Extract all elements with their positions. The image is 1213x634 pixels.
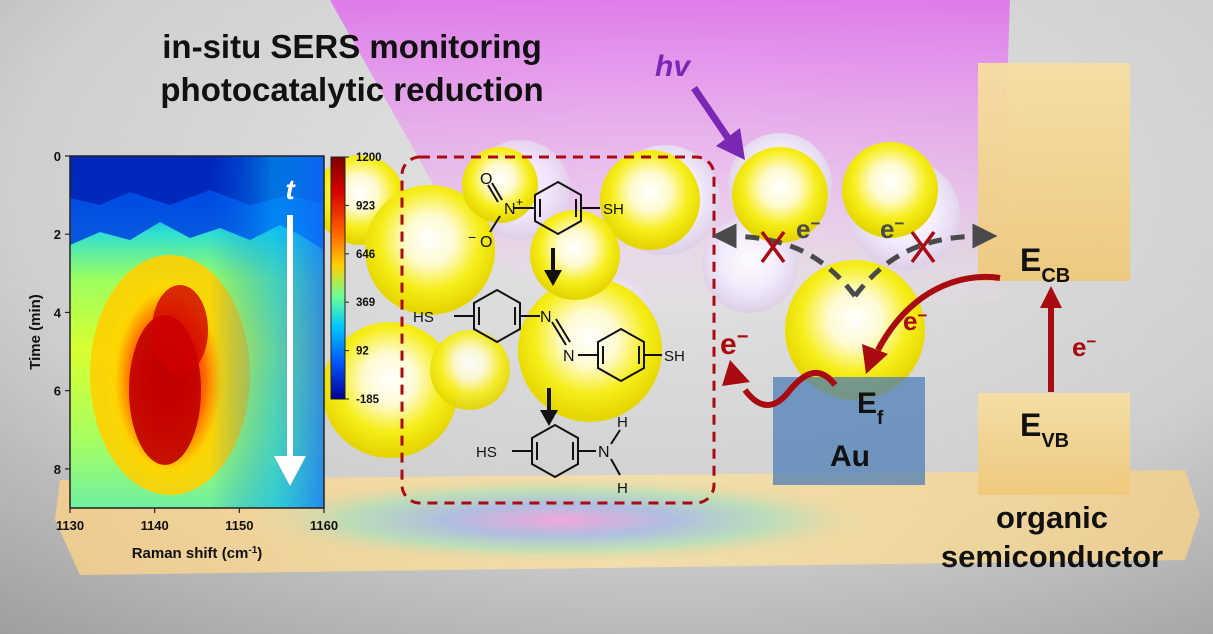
time-arrow-head (274, 456, 306, 486)
x-tick-label: 1160 (310, 518, 338, 533)
molecule-4-nitrothiophenol (487, 180, 600, 236)
y-axis-ticks: 0 2 4 6 8 (54, 149, 70, 477)
amine-n: N (598, 444, 610, 461)
y-tick-label: 6 (54, 384, 61, 399)
colorbar-tick-label: 1200 (356, 152, 382, 164)
colorbar-tick-label: 92 (356, 346, 369, 358)
electron-label-excitation: e− (1072, 332, 1096, 363)
nitro-n: N (504, 201, 516, 218)
nitro-o-minus: − (468, 229, 476, 245)
colorbar-tick-label: 646 (356, 249, 375, 261)
x-tick-label: 1150 (225, 518, 253, 533)
x-axis-ticks: 1130 1140 1150 1160 (56, 508, 338, 533)
molecule-dmab (454, 288, 662, 383)
colorbar-ticks: 1200 923 646 369 92 -185 (345, 152, 382, 406)
cross-mark-left (760, 230, 786, 264)
y-tick-label: 2 (54, 227, 61, 242)
photon-arrow-shaft (691, 86, 731, 140)
thiol-sh-2: SH (664, 348, 685, 365)
ecb-label: ECB (1020, 242, 1070, 287)
heatmap-plot (70, 156, 324, 508)
hv-label: hv (655, 50, 692, 83)
semiconductor-label-line-2: semiconductor (941, 539, 1163, 574)
heatmap-chart: t 1130 1140 1150 1160 0 2 4 6 8 Raman shift (cm… (27, 149, 382, 562)
wavy-release-arrow-head (722, 360, 750, 386)
y-tick-label: 4 (54, 305, 62, 320)
reaction-arrow-1-head (544, 270, 562, 286)
nitro-o-bottom: O (480, 234, 492, 251)
conduction-band-box (978, 63, 1130, 281)
title-line-1: in-situ SERS monitoring (162, 28, 541, 65)
gold-nanoparticles (315, 142, 938, 458)
valence-band-box (978, 393, 1130, 495)
y-axis-label: Time (min) (27, 294, 44, 370)
semiconductor-label-line-1: organic (996, 500, 1108, 535)
reaction-arrow-2-head (540, 410, 558, 426)
title-line-2: photocatalytic reduction (160, 71, 543, 108)
time-arrow-label: t (285, 174, 296, 205)
thiol-hs-bottom: HS (476, 444, 497, 461)
molecule-panel-border (400, 155, 716, 505)
electron-label-blocked-right: e− (880, 214, 904, 245)
nitro-o-top: O (480, 171, 492, 188)
amine-h-2: H (617, 480, 628, 497)
azo-n-1: N (540, 309, 552, 326)
azo-n-2: N (563, 348, 575, 365)
colorbar (330, 156, 346, 400)
colorbar-tick-label: 923 (356, 200, 375, 212)
x-axis-label: Raman shift (cm-1) (132, 545, 263, 563)
y-tick-label: 8 (54, 462, 61, 477)
excitation-arrow-head (1040, 286, 1062, 308)
wavy-release-arrow (742, 369, 838, 408)
photon-arrow-head (716, 128, 745, 160)
transfer-arrow-cb-to-au (875, 274, 1001, 352)
fermi-level-label: Ef (857, 387, 884, 429)
electron-label-blocked-left: e− (796, 214, 820, 245)
au-block (773, 377, 925, 485)
thiol-sh-1: SH (603, 201, 624, 218)
iridescent-spot (230, 475, 890, 565)
blocked-transfer-path-2 (853, 223, 998, 298)
cross-mark-right (910, 230, 936, 264)
heatmap-frame (69, 155, 325, 509)
au-label: Au (830, 440, 870, 473)
x-tick-label: 1130 (56, 518, 84, 533)
y-tick-label: 0 (54, 149, 61, 164)
evb-label: EVB (1020, 407, 1069, 452)
x-tick-label: 1140 (141, 518, 169, 533)
amine-h-1: H (617, 414, 628, 431)
electron-label-transfer: e− (903, 306, 927, 337)
blocked-transfer-path (711, 223, 857, 298)
molecule-4-aminothiophenol (512, 423, 621, 479)
nitro-plus: + (516, 195, 523, 209)
transfer-arrow-cb-to-au-head (862, 344, 888, 374)
electron-label-release: e− (720, 326, 748, 361)
colorbar-tick-label: 369 (356, 297, 375, 309)
colorbar-tick-label: -185 (356, 394, 380, 406)
thiol-hs-left: HS (413, 309, 434, 326)
